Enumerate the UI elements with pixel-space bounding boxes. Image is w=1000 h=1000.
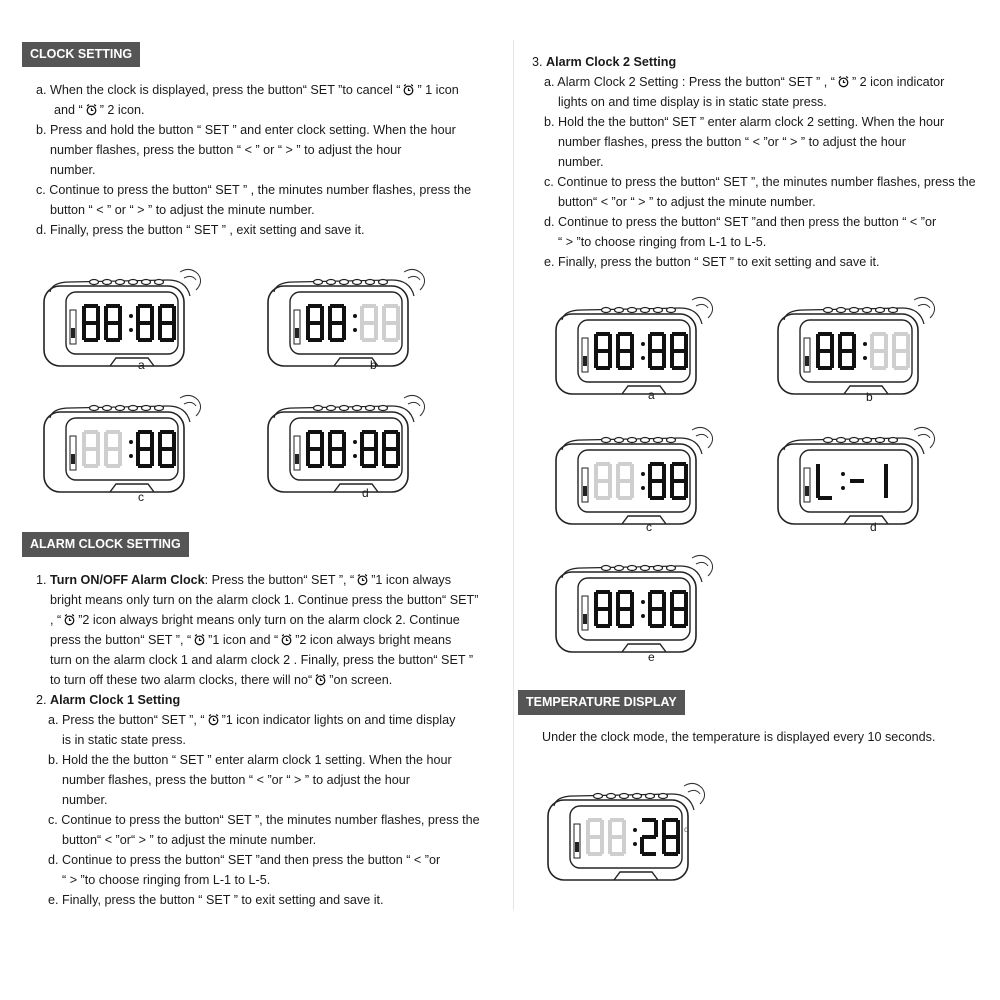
alarm-clock-icon [194, 634, 205, 646]
clock-setting-header: CLOCK SETTING [22, 42, 141, 67]
temperature-figure: c [544, 776, 714, 896]
alarm-clock-device [267, 268, 426, 367]
alarm-onoff-line: 1. Turn ON/OFF Alarm Clock: Press the bu… [36, 573, 452, 587]
alarm1-step-b: b. Hold the the button “ SET ” enter ala… [48, 753, 452, 767]
figure-caption: a [648, 388, 655, 402]
alarm-clock-device [43, 394, 202, 493]
clock-step-b: b. Press and hold the button “ SET ” and… [36, 123, 456, 137]
alarm-clock-device: c [547, 782, 706, 881]
clock-figure-c [40, 388, 210, 508]
clock-step-b-3: number. [50, 163, 96, 177]
alarm1-step-d-2: “ > ”to choose ringing from L-1 to L-5. [62, 873, 271, 887]
alarm1-step-c: c. Continue to press the button“ SET ”, … [48, 813, 480, 827]
alarm-clock-icon [404, 84, 414, 96]
alarm1-step-b-2: number flashes, press the button “ < ”or… [62, 773, 410, 787]
clock-figure-d [264, 388, 434, 508]
clock-step-d: d. Finally, press the button “ SET ” , e… [36, 223, 365, 237]
alarm-onoff-line-6: to turn off these two alarm clocks, ther… [50, 673, 393, 687]
alarm-clock-device [777, 296, 936, 395]
alarm2-step-c: c. Continue to press the button“ SET ”, … [544, 175, 976, 189]
alarm-clock-device [555, 296, 714, 395]
alarm-clock-icon [64, 614, 75, 626]
clock-figure-a [40, 262, 210, 382]
alarm2-figure-c [552, 420, 722, 540]
alarm2-title: 3. Alarm Clock 2 Setting [532, 55, 677, 69]
alarm-clock-device [555, 426, 714, 525]
alarm1-title: 2. Alarm Clock 1 Setting [36, 693, 181, 707]
figure-caption: a [138, 358, 145, 372]
alarm-onoff-line-5: turn on the alarm clock 1 and alarm cloc… [50, 653, 474, 667]
alarm2-step-e: e. Finally, press the button “ SET ” to … [544, 255, 880, 269]
clock-step-a-cont: and “” 2 icon. [54, 103, 145, 117]
alarm1-step-c-2: button“ < ”or“ > ” to adjust the minute … [62, 833, 317, 847]
figure-caption: e [648, 650, 655, 664]
clock-figure-b [264, 262, 434, 382]
alarm-clock-device [267, 394, 426, 493]
alarm1-step-a-2: is in static state press. [62, 733, 186, 747]
alarm-setting-header: ALARM CLOCK SETTING [22, 532, 189, 557]
alarm-clock-icon [208, 714, 218, 726]
alarm-clock-device [43, 268, 202, 367]
figure-caption: b [370, 358, 377, 372]
alarm2-figure-e [552, 548, 722, 668]
alarm1-step-a: a. Press the button“ SET ”, “”1 icon ind… [48, 713, 456, 727]
clock-step-c: c. Continue to press the button“ SET ” ,… [36, 183, 472, 197]
alarm2-step-b: b. Hold the the button“ SET ” enter alar… [544, 115, 945, 129]
svg-text:c: c [684, 825, 688, 834]
clock-step-a: a. When the clock is displayed, press th… [36, 83, 459, 97]
temperature-header: TEMPERATURE DISPLAY [518, 690, 685, 715]
alarm2-step-d-2: “ > ”to choose ringing from L-1 to L-5. [558, 235, 767, 249]
temperature-text: Under the clock mode, the temperature is… [542, 730, 936, 744]
alarm-clock-icon [281, 634, 292, 646]
alarm-onoff-line-4: press the button“ SET ”, “”1 icon and “”… [50, 633, 452, 647]
alarm2-figure-d [774, 420, 944, 540]
alarm-clock-icon [315, 674, 326, 686]
alarm1-step-e: e. Finally, press the button “ SET ” to … [48, 893, 384, 907]
figure-caption: c [646, 520, 652, 534]
alarm2-step-a-2: lights on and time display is in static … [558, 95, 827, 109]
alarm2-step-a: a. Alarm Clock 2 Setting : Press the but… [544, 75, 945, 89]
alarm-clock-icon [357, 574, 368, 586]
alarm-clock-icon [838, 76, 849, 88]
clock-step-c-2: button “ < ” or “ > ” to adjust the minu… [50, 203, 315, 217]
alarm-onoff-line-3: , “”2 icon always bright means only turn… [50, 613, 460, 627]
alarm2-figure-a [552, 290, 722, 410]
alarm-clock-device [555, 554, 714, 653]
alarm1-step-d: d. Continue to press the button“ SET ”an… [48, 853, 441, 867]
alarm1-step-b-3: number. [62, 793, 108, 807]
figure-caption: d [362, 486, 369, 500]
alarm2-step-d: d. Continue to press the button“ SET ”an… [544, 215, 937, 229]
alarm2-step-b-2: number flashes, press the button “ < ”or… [558, 135, 906, 149]
figure-caption: b [866, 390, 873, 404]
figure-caption: c [138, 490, 144, 504]
clock-step-b-2: number flashes, press the button “ < ” o… [50, 143, 402, 157]
alarm-clock-icon [86, 104, 97, 116]
alarm2-step-b-3: number. [558, 155, 604, 169]
column-divider [513, 40, 514, 910]
alarm-onoff-line-2: bright means only turn on the alarm cloc… [50, 593, 479, 607]
alarm-clock-device [777, 426, 936, 525]
alarm2-step-c-2: button“ < ”or “ > ” to adjust the minute… [558, 195, 816, 209]
figure-caption: d [870, 520, 877, 534]
alarm2-figure-b [774, 290, 944, 410]
